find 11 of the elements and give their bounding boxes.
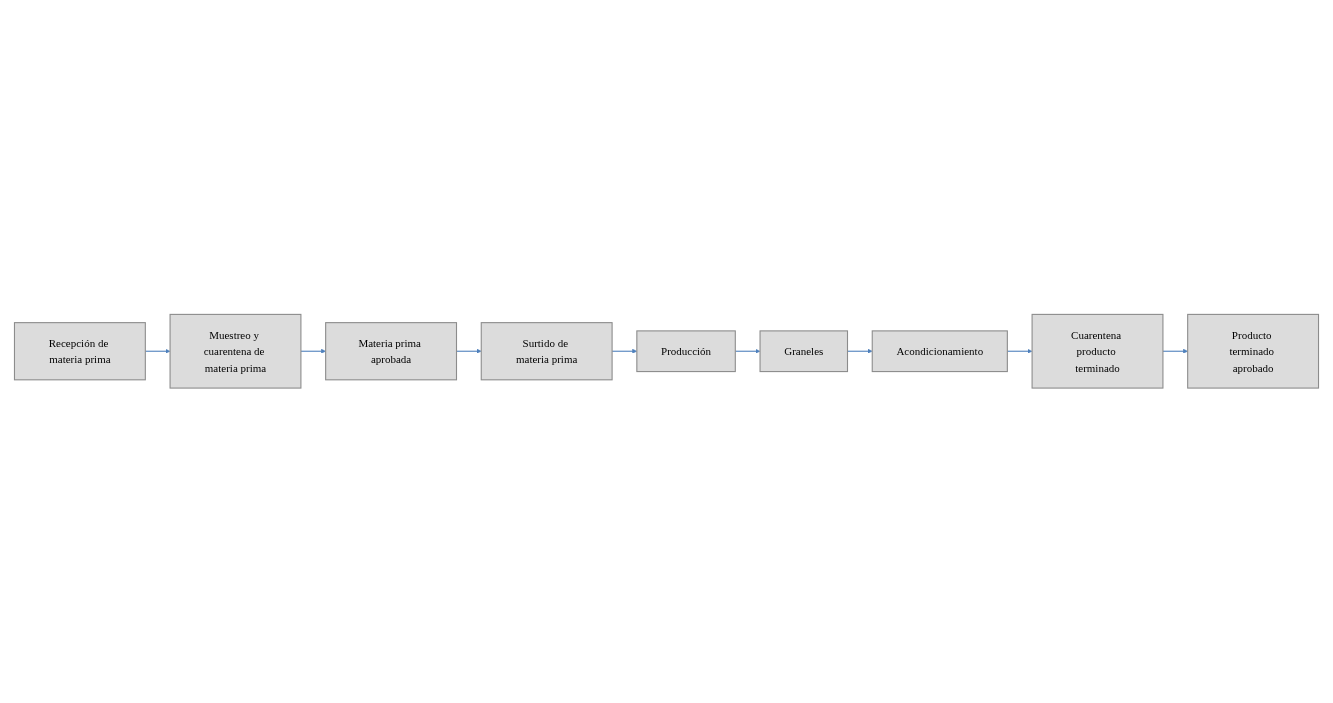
- process-box: Materia prima aprobada: [325, 322, 458, 381]
- process-box: Muestreo y cuarentena de materia prima: [169, 314, 302, 389]
- arrow: [1162, 349, 1188, 354]
- process-box: Producto terminado aprobado: [1187, 314, 1320, 389]
- process-box: Recepción de materia prima: [13, 322, 146, 381]
- process-box: Cuarentena producto terminado: [1031, 314, 1164, 389]
- arrow: [300, 349, 326, 354]
- process-box: Producción: [636, 330, 736, 373]
- process-box: Acondicionamiento: [871, 330, 1008, 373]
- process-box: Surtido de materia prima: [480, 322, 613, 381]
- process-box: Graneles: [759, 330, 849, 373]
